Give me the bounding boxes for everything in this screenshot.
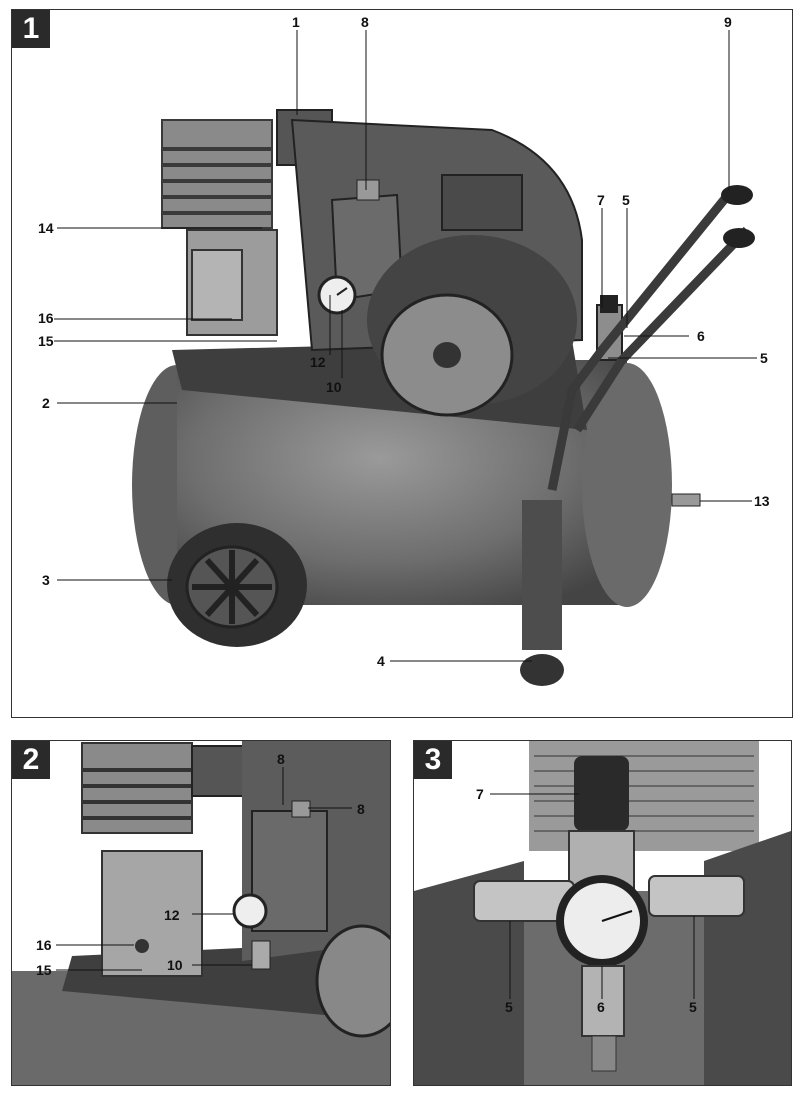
pump-head-fins (81, 742, 193, 834)
handle (547, 187, 736, 491)
callout-8-top: 8 (277, 751, 285, 767)
figure-1-panel: 1 (11, 9, 793, 718)
callout-5-upper: 5 (622, 192, 630, 208)
motor-fins-background (529, 741, 759, 851)
compressor-illustration (54, 30, 757, 686)
handle-grip-lower (723, 228, 755, 248)
handle-grip (721, 185, 753, 205)
callout-5-right: 5 (689, 999, 697, 1015)
figure-3-panel: 3 7 5 6 5 (413, 740, 792, 1086)
foot-castor (520, 654, 564, 686)
callout-9: 9 (724, 14, 732, 30)
callout-16: 16 (36, 937, 52, 953)
motor-terminal-box (441, 174, 523, 231)
pump-closeup-illustration (12, 741, 390, 1085)
cylinder (101, 850, 203, 977)
callout-16: 16 (38, 310, 54, 326)
callout-8: 8 (361, 14, 369, 30)
filter-bowl (581, 965, 625, 1037)
callout-6: 6 (597, 999, 605, 1015)
leader-lines (56, 767, 352, 971)
leader-lines (54, 30, 757, 662)
handle-bracket-right (704, 831, 791, 1085)
figure-2-panel: 2 8 8 12 16 10 15 (11, 740, 391, 1086)
callout-1: 1 (292, 14, 300, 30)
wheel-spokes (192, 550, 272, 624)
callout-12: 12 (164, 907, 180, 923)
callout-13: 13 (754, 493, 770, 509)
safety-valve (291, 800, 311, 818)
gauge-needle (601, 910, 633, 922)
callout-15: 15 (36, 962, 52, 978)
callout-6: 6 (697, 328, 705, 344)
outlet-fitting (251, 940, 271, 970)
leader-lines (490, 793, 695, 999)
callout-7: 7 (597, 192, 605, 208)
callout-5-lower: 5 (760, 350, 768, 366)
regulator-knob (574, 756, 629, 831)
callout-10: 10 (167, 957, 183, 973)
callout-5-left: 5 (505, 999, 513, 1015)
regulator-knob (600, 295, 618, 313)
figure-2-number: 2 (12, 741, 50, 779)
drain-valve (671, 493, 701, 507)
safety-valve (356, 179, 380, 201)
drain-fitting (591, 1035, 617, 1072)
pressure-gauge (232, 893, 268, 929)
callout-4: 4 (377, 653, 385, 669)
oil-plug (135, 939, 149, 953)
foot-bracket (522, 500, 562, 650)
callout-15: 15 (38, 333, 54, 349)
figure-1-number: 1 (12, 10, 50, 48)
callout-2: 2 (42, 395, 50, 411)
callout-7: 7 (476, 786, 484, 802)
handle-rail (573, 226, 751, 433)
callout-12: 12 (310, 354, 326, 370)
callout-8-side: 8 (357, 801, 365, 817)
regulator-closeup-illustration (414, 741, 791, 1085)
callout-3: 3 (42, 572, 50, 588)
callout-10: 10 (326, 379, 342, 395)
crankcase-plate (191, 249, 243, 321)
quick-coupler-right (648, 875, 745, 917)
pump-head-fins (161, 119, 273, 229)
callout-14: 14 (38, 220, 54, 236)
tank-right-end (582, 363, 672, 607)
motor-fan-cover (315, 924, 390, 1038)
motor-fan-center (433, 342, 461, 368)
figure-3-number: 3 (414, 741, 452, 779)
gauge-needle (336, 287, 348, 296)
